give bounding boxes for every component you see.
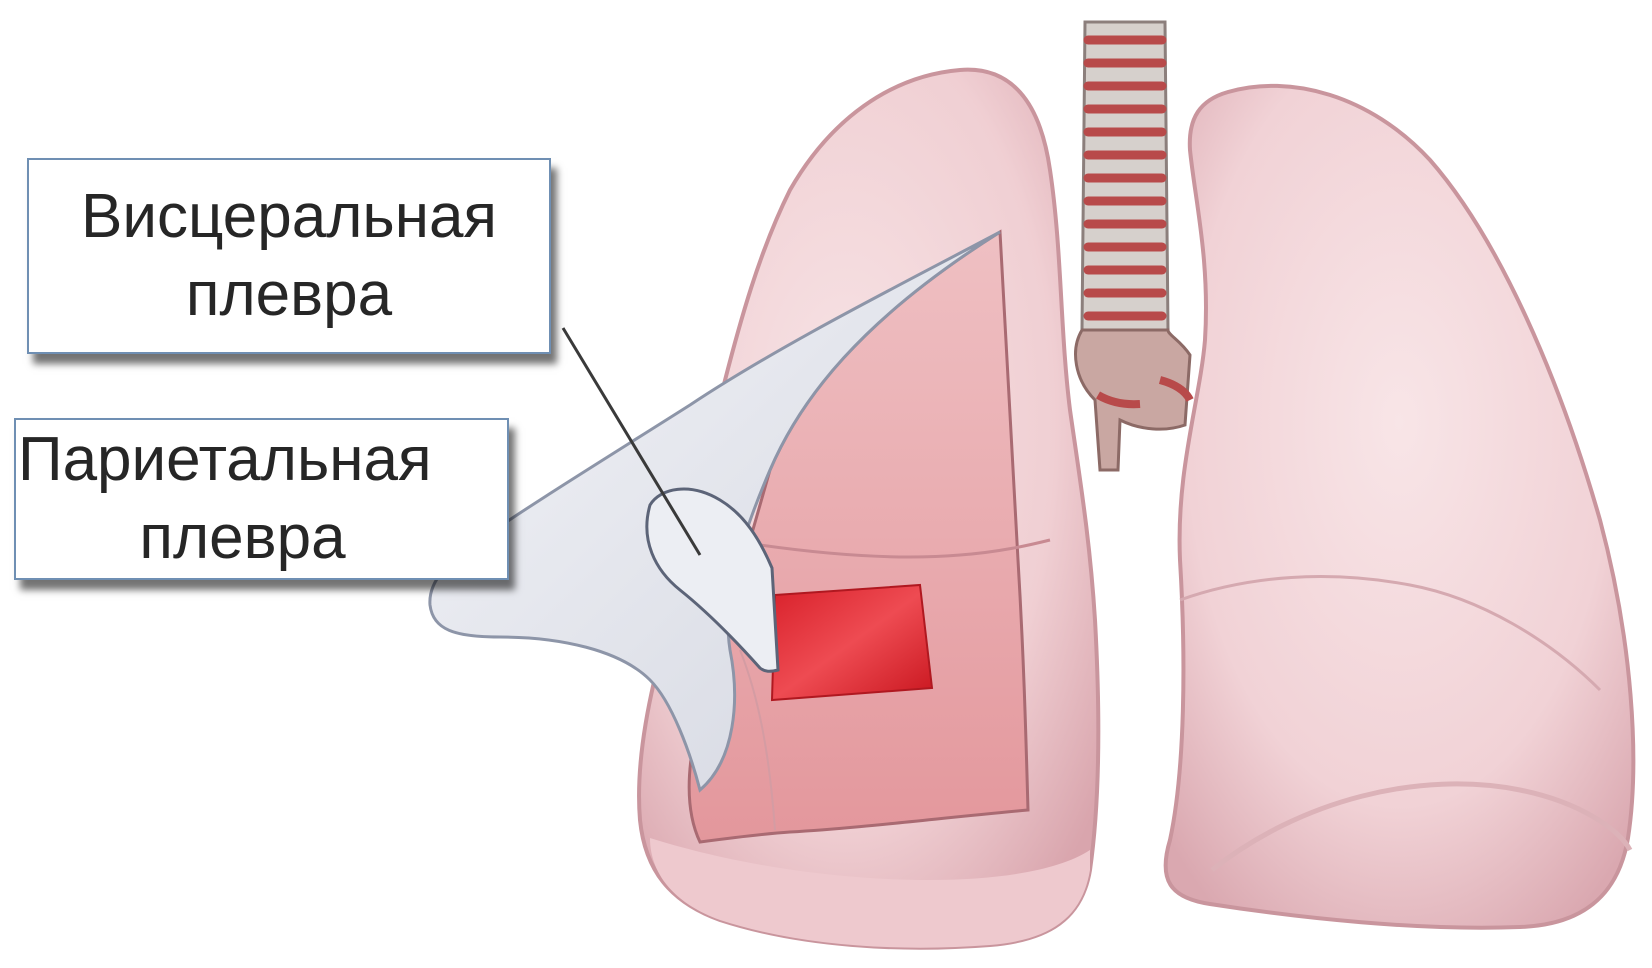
bronchi (1076, 330, 1190, 470)
visceral-pleura-label-line2: плевра (186, 256, 392, 334)
parietal-pleura-label-line2: плевра (139, 499, 385, 577)
visceral-pleura-label-line1: Висцеральная (81, 178, 497, 256)
visceral-pleura-label: Висцеральная плевра (27, 158, 551, 354)
exposed-lung-tissue (772, 585, 932, 700)
parietal-pleura-label-line1: Париетальная (18, 421, 432, 499)
trachea (1076, 22, 1190, 470)
parietal-pleura-label: Париетальная плевра (14, 418, 509, 580)
